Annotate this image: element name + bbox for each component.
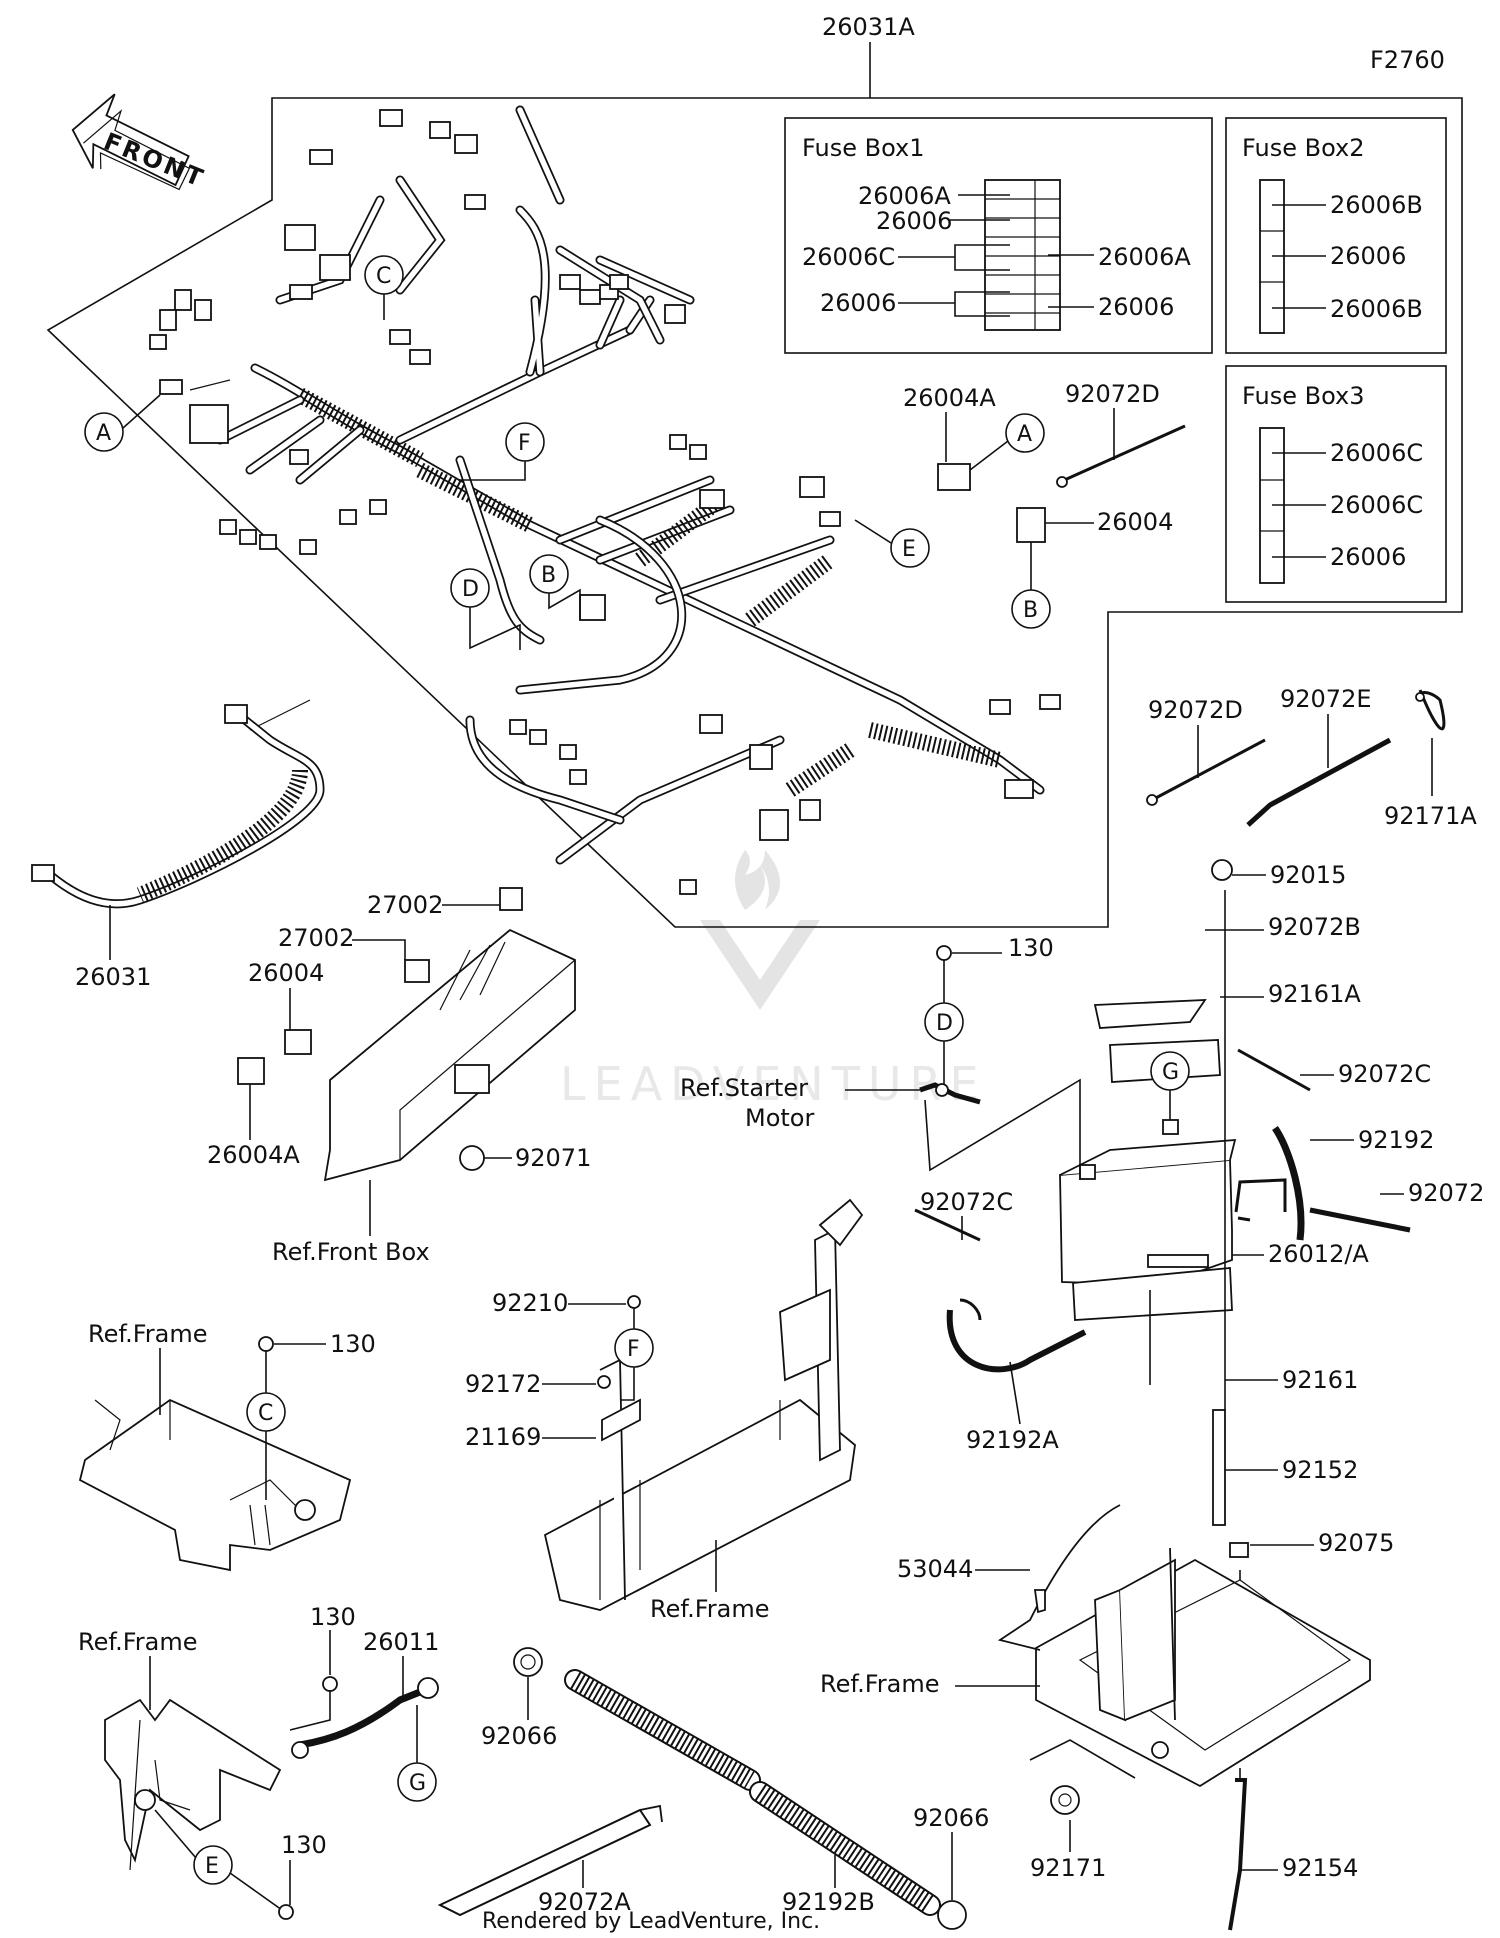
part-label-92072: 92072 [1408,1179,1484,1207]
ref-frame-2: Ref.Frame [650,1595,769,1623]
part-label-27002-b: 27002 [278,924,354,952]
part-label-92066-a: 92066 [481,1722,557,1750]
watermark-text: LEADVENTURE [560,1057,987,1111]
fuse-box1-block [984,179,1061,331]
part-label-92071: 92071 [515,1144,591,1172]
ref-frame-1: Ref.Frame [88,1320,207,1348]
ref-frame-3: Ref.Frame [820,1670,939,1698]
callout-f-frame-label: F [627,1337,640,1362]
part-label-92015: 92015 [1270,861,1346,889]
part-label-92152: 92152 [1282,1456,1358,1484]
fuse-box1-left-3: 26006 [820,289,896,317]
part-label-26004-top: 26004 [1097,508,1173,536]
fuse-box2-title: Fuse Box2 [1242,134,1364,162]
harness-group-outline [46,97,1463,928]
callout-c-frame-label: C [258,1401,273,1426]
battery-drawing [914,859,1411,1373]
part-label-92072B: 92072B [1268,913,1361,941]
part-label-130-c: 130 [330,1330,376,1358]
callout-a-top-label: A [1017,422,1032,447]
part-label-92154: 92154 [1282,1854,1358,1882]
ref-starter-motor-1: Ref.Starter [680,1074,808,1102]
diagram-code: F2760 [1370,46,1445,74]
callout-e-harness-label: E [902,537,916,562]
part-label-26031: 26031 [75,963,151,991]
part-label-92171: 92171 [1030,1854,1106,1882]
part-label-26031A: 26031A [822,13,915,41]
part-label-92072D-top: 92072D [1065,380,1160,408]
part-label-26011: 26011 [363,1628,439,1656]
fuse-box2-right-2: 26006B [1330,295,1423,323]
part-label-92072A: 92072A [538,1888,631,1916]
fuse-box3-frame [1225,365,1447,603]
part-label-27002-a: 27002 [367,891,443,919]
fuse-box1-frame [784,117,1213,354]
part-label-26004A-top: 26004A [903,384,996,412]
part-label-26012A: 26012/A [1268,1240,1369,1268]
callout-d-battery-label: D [936,1011,953,1036]
harness-26031 [31,704,325,909]
fuse-box1-left-0: 26006A [858,182,951,210]
callout-e-frame [193,1845,233,1885]
part-label-92161A: 92161A [1268,980,1361,1008]
fuse-box3-right-0: 26006C [1330,439,1423,467]
part-label-92192: 92192 [1358,1126,1434,1154]
callout-a-left [84,412,124,452]
callout-e-frame-label: E [205,1854,219,1879]
ref-front-box: Ref.Front Box [272,1238,430,1266]
main-wiring-harness [149,105,1061,895]
watermark: LEADVENTURE [560,850,987,1111]
ref-frame-4: Ref.Frame [78,1628,197,1656]
part-label-92192A: 92192A [966,1426,1059,1454]
callout-f-harness-label: F [518,431,531,456]
fuse-box1-left-1: 26006 [876,207,952,235]
part-label-130-g: 130 [310,1603,356,1631]
part-label-92072E: 92072E [1280,685,1372,713]
fuse-box1-title: Fuse Box1 [802,134,924,162]
part-label-92072D-mid: 92072D [1148,696,1243,724]
part-label-130-d: 130 [1008,934,1054,962]
fuse-box2-right-1: 26006 [1330,242,1406,270]
callout-c-harness-label: C [376,264,391,289]
fuse-box1-right-0: 26006A [1098,243,1191,271]
callout-e-harness [890,528,930,568]
callout-g-battery-label: G [1162,1060,1179,1085]
part-label-92210: 92210 [492,1289,568,1317]
front-box-drawing [237,887,576,1182]
callout-a-top [1005,413,1045,453]
battery-tray-drawing [997,1504,1371,1815]
part-label-92171A: 92171A [1384,802,1477,830]
fuse-box3-right-1: 26006C [1330,491,1423,519]
part-label-130-e: 130 [281,1831,327,1859]
ref-starter-motor-2: Motor [745,1104,814,1132]
fuse-box1-left-2: 26006C [802,243,895,271]
part-label-92192B: 92192B [782,1888,875,1916]
callout-b-harness-label: B [541,563,556,588]
part-label-53044: 53044 [897,1555,973,1583]
part-label-21169: 21169 [465,1423,541,1451]
part-label-92075: 92075 [1318,1529,1394,1557]
frame-bracket-1 [78,1398,352,1572]
part-label-92066-b: 92066 [913,1804,989,1832]
fuse-box1-right-1: 26006 [1098,293,1174,321]
callout-g-frame-label: G [409,1771,426,1796]
front-arrow-icon: FRONT [71,93,209,193]
callout-b-top-label: B [1023,598,1038,623]
part-label-92161: 92161 [1282,1366,1358,1394]
part-label-26004-front: 26004 [248,959,324,987]
frame-bracket-4 [104,1698,282,1871]
fuse-box2-frame [1225,117,1447,354]
fuse-box3-right-2: 26006 [1330,543,1406,571]
part-label-92072C-l: 92072C [920,1188,1013,1216]
part-label-92072C-r: 92072C [1338,1060,1431,1088]
callout-d-harness-label: D [462,577,479,602]
callout-a-left-label: A [96,421,111,446]
fuse-box3-title: Fuse Box3 [1242,382,1364,410]
fuse-box2-right-0: 26006B [1330,191,1423,219]
part-label-92172: 92172 [465,1370,541,1398]
part-label-26004A-front: 26004A [207,1141,300,1169]
footer-credit: Rendered by LeadVenture, Inc. [482,1909,820,1934]
frame-bracket-2 [543,1198,864,1611]
